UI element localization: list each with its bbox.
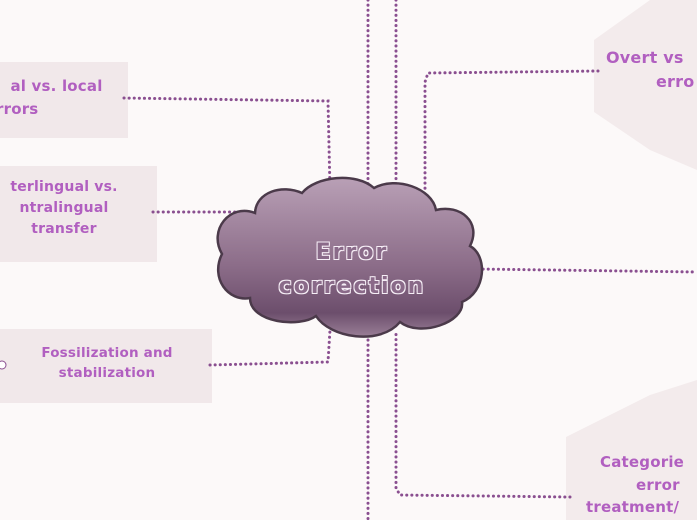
topic-overt-covert[interactable]: Overt vs erro xyxy=(606,46,697,94)
topic-global-local-line-1: al vs. local xyxy=(10,77,103,95)
topic-categories-line-2: error xyxy=(636,475,680,494)
connector-categories xyxy=(394,328,572,499)
node-fossilization-bg[interactable] xyxy=(0,329,212,403)
topic-fossilization-line-1: Fossilization and xyxy=(41,345,173,361)
topic-fossilization-line-2: stabilization xyxy=(58,365,156,382)
connector-global-local xyxy=(122,96,332,192)
topic-global-local-line-2: rrors xyxy=(0,99,39,118)
node-categories-bg[interactable] xyxy=(566,380,697,520)
topic-overt-covert-line-1: Overt vs xyxy=(606,48,684,67)
node-interlingual-bg[interactable] xyxy=(0,166,157,262)
topic-categories-line-1: Categorie xyxy=(600,453,685,471)
central-topic-line-2: correction xyxy=(278,274,426,300)
connector-right xyxy=(476,267,697,274)
central-topic-line-1: Error xyxy=(315,240,389,265)
node-overt-covert-bg[interactable] xyxy=(594,0,697,170)
collapse-handle[interactable] xyxy=(0,360,7,370)
node-global-local-bg[interactable] xyxy=(0,62,128,138)
central-cloud[interactable] xyxy=(216,176,484,338)
topic-global-local[interactable]: al vs. local rrors xyxy=(0,75,119,120)
topic-fossilization[interactable]: Fossilization and stabilization xyxy=(18,343,196,384)
topic-overt-covert-line-2: erro xyxy=(656,72,695,91)
topic-interlingual-line-1: terlingual vs. xyxy=(10,179,118,195)
connector-lines xyxy=(122,0,697,520)
topic-categories-line-3: treatment/ xyxy=(586,498,680,516)
topic-interlingual-line-2: ntralingual xyxy=(19,200,109,216)
central-topic-label: Error correction xyxy=(262,236,442,304)
topic-categories[interactable]: Categorie error treatment/ xyxy=(586,451,697,519)
topic-interlingual[interactable]: terlingual vs. ntralingual transfer xyxy=(0,177,132,240)
connector-fossilization xyxy=(208,328,332,367)
topic-interlingual-line-3: transfer xyxy=(31,221,97,237)
connector-overt-covert xyxy=(423,69,600,192)
